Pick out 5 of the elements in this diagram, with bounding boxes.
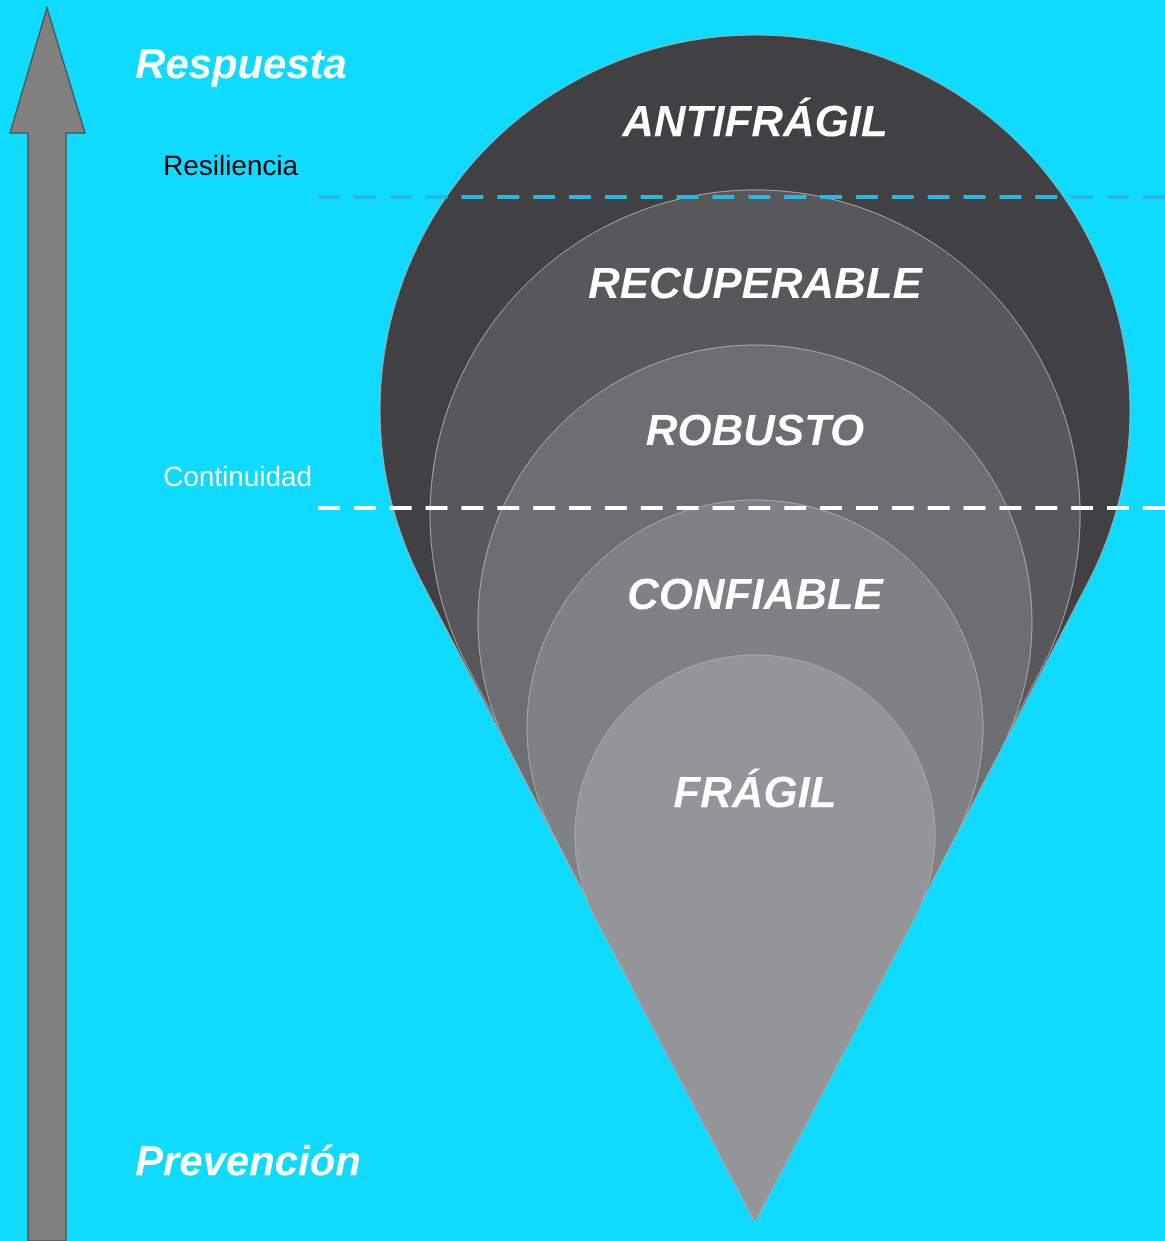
level-label: Resiliencia [165,154,299,176]
teardrop-layer: FRÁGIL [574,654,936,1223]
axis-label: Respuesta [135,49,346,87]
axis-label: Prevención [135,1144,359,1176]
level-label: Continuidad [164,465,311,487]
